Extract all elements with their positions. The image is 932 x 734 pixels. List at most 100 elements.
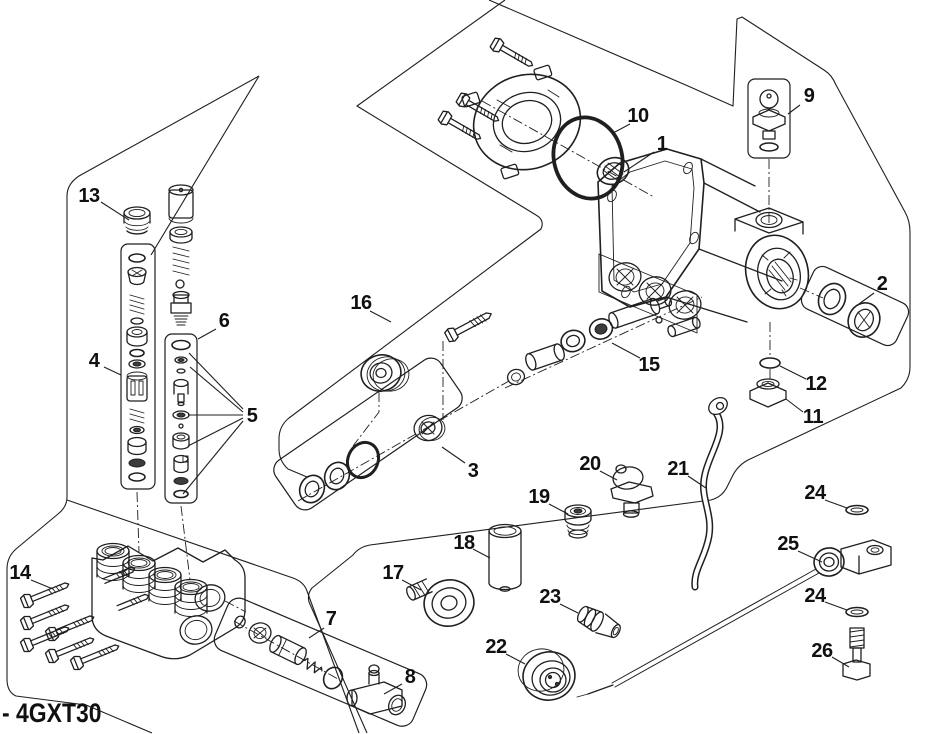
callout-leader-18 [472,548,491,559]
callout-leader-24 [824,499,848,509]
bushing-19 [564,504,592,539]
o-ring-12 [759,357,781,369]
plunger [608,296,673,329]
piston-retainer-small [413,414,446,442]
pump-crankcase [597,148,810,334]
diagram-title: - 4GXT30 [2,698,102,728]
grease-fitting-9 [752,89,786,152]
inlet-fitting-13 [123,206,151,235]
kit-box-3 [273,357,463,511]
check-valve-column-b [168,184,194,499]
callout-leader-3 [441,446,466,464]
oil-seal-1 [596,156,630,186]
retainer-bolt [444,312,492,343]
callout-leader-15 [611,342,641,359]
sealing-washer-24-lower [845,606,869,618]
plunger-assembly-15 [560,296,701,353]
callout-leader-5 [188,352,244,410]
crosshead-pin [667,316,701,338]
callout-leader-9 [787,104,801,115]
callout-number-2: 2 [877,273,888,295]
callout-number-4: 4 [89,350,101,372]
callout-number-8: 8 [405,666,416,688]
callout-leader-20 [599,470,618,481]
callout-leader-8 [383,683,403,695]
callout-number-16: 16 [350,292,372,314]
check-valve-column-a [123,206,151,482]
chemical-lance-25 [576,539,892,698]
callout-leader-21 [687,475,707,489]
piston-retainer-large [360,354,410,392]
callout-number-3: 3 [468,460,479,482]
callout-number-23: 23 [539,586,561,608]
kit-box-6 [164,333,198,504]
callout-number-26: 26 [811,640,833,662]
flange-bolt [437,110,482,140]
callout-number-17: 17 [382,562,404,584]
quick-coupler-22 [517,648,576,701]
callout-leader-17 [401,579,422,591]
filter-cartridge-18 [488,523,522,592]
callout-leader-13 [100,201,130,221]
hose-adapter-17 [406,578,475,627]
spacer-chain [506,343,565,386]
callout-number-24: 24 [804,585,827,607]
callout-leader-4 [103,366,122,376]
callout-leader-12 [779,365,807,380]
valve-cap [168,184,194,224]
callout-leader-24 [824,601,848,611]
callout-leader-1 [623,151,655,173]
kit-box-4 [120,243,156,490]
callout-leader-26 [831,656,850,668]
callout-number-24: 24 [804,482,827,504]
unloader-kit-7 [234,615,344,690]
unloader-piston [269,634,307,666]
callout-leader-5 [182,420,244,495]
bearing-cover-assembly [437,37,582,180]
callout-leader-5 [187,417,244,447]
callout-number-19: 19 [528,486,550,508]
valve-seat [608,262,642,292]
callout-number-18: 18 [453,532,475,554]
callout-number-10: 10 [627,105,649,127]
callout-number-7: 7 [326,608,337,630]
callout-leader-23 [559,603,579,614]
kit-box-7 [213,597,428,727]
banjo-bolt-26 [842,627,871,681]
manifold-bolts-14 [19,566,150,671]
callout-number-15: 15 [638,354,660,376]
callout-number-9: 9 [804,85,815,107]
callout-number-5: 5 [247,405,258,427]
drain-plug-11 [749,378,787,408]
callout-leader-7 [308,627,325,639]
callout-number-25: 25 [777,533,799,555]
flange-bolt [455,92,500,122]
callout-leader-16 [369,310,392,323]
outlet-elbow-8 [346,664,407,716]
manifold-ports [179,584,226,645]
thermal-valve-20 [610,464,654,518]
callout-leader-10 [612,123,631,134]
valve-seat [668,290,702,320]
kit-boxes [120,78,910,727]
flange-bolt [489,37,534,67]
sealing-washer-24-upper [845,504,869,516]
injection-tube-21 [691,396,728,591]
callout-leader-2 [858,292,875,305]
callout-leader-19 [548,503,569,515]
unloader-spring [301,657,323,674]
callout-number-12: 12 [805,373,827,395]
seal-plug-kit-2 [817,282,881,338]
callout-number-21: 21 [667,458,689,480]
callout-number-20: 20 [579,453,601,475]
callout-number-13: 13 [78,185,100,207]
valve-fitting [170,290,192,326]
callout-number-6: 6 [219,310,230,332]
callout-leader-25 [797,550,823,563]
callout-number-1: 1 [657,133,668,155]
callout-number-11: 11 [803,406,824,428]
barb-fitting-23 [576,605,621,639]
callout-leader-22 [505,653,526,665]
